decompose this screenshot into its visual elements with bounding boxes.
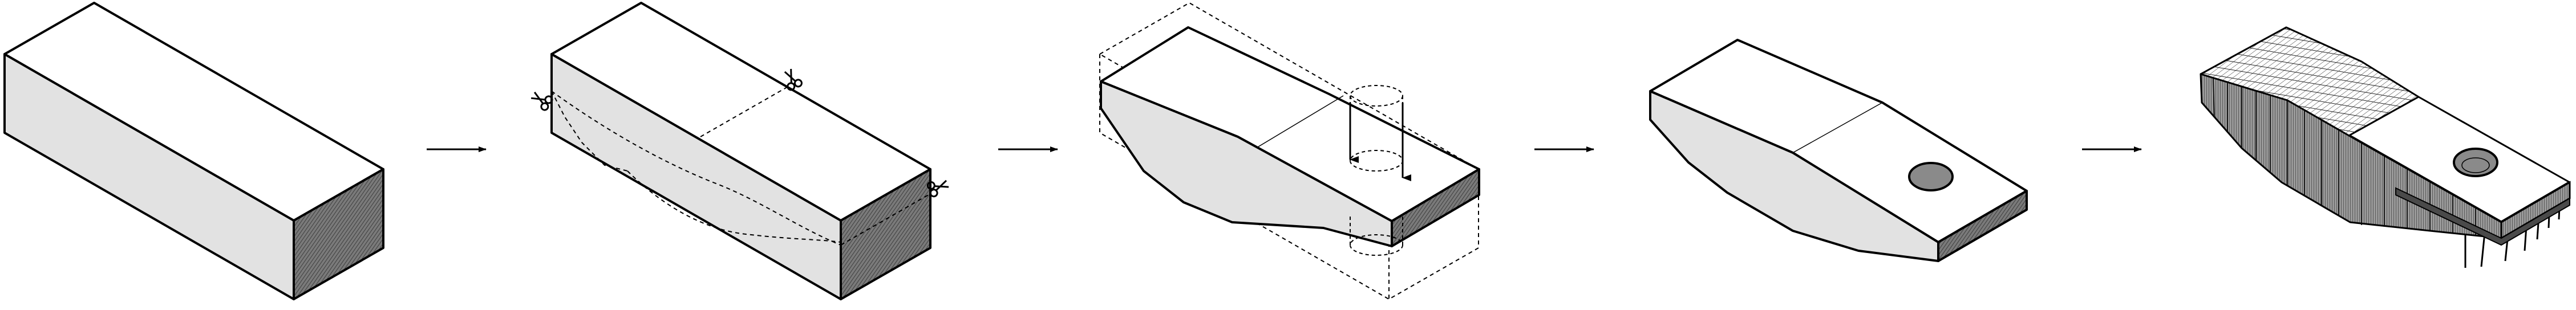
ghost-block-outline bbox=[1098, 2, 1480, 222]
step-3-carved-volume bbox=[1098, 2, 1480, 300]
step-1-base-block bbox=[3, 2, 384, 300]
block-end-face bbox=[840, 168, 931, 300]
cut-line bbox=[551, 91, 628, 172]
scissors-icon bbox=[926, 180, 949, 198]
cut-line bbox=[551, 91, 841, 246]
block-end-face bbox=[293, 168, 384, 300]
void-opening bbox=[1908, 162, 1954, 191]
scissors-icon bbox=[784, 68, 803, 91]
fold-line bbox=[1257, 95, 1344, 148]
carved-end-face bbox=[1391, 168, 1480, 247]
step-2-cut-lines bbox=[530, 2, 949, 300]
scissors-icon bbox=[530, 91, 553, 111]
terrace-edge-band bbox=[2395, 187, 2570, 246]
massing-side-face bbox=[1649, 90, 1939, 262]
step-5-detailed-building bbox=[2200, 26, 2571, 268]
fold-line bbox=[1792, 102, 1883, 153]
cut-line bbox=[700, 85, 791, 137]
void-ring bbox=[2461, 157, 2490, 173]
carved-side-face bbox=[1100, 80, 1393, 247]
massing-end-face bbox=[1937, 190, 2028, 262]
void-opening bbox=[2453, 148, 2498, 177]
step-4-final-massing bbox=[1649, 39, 2028, 262]
cut-line bbox=[840, 193, 931, 246]
